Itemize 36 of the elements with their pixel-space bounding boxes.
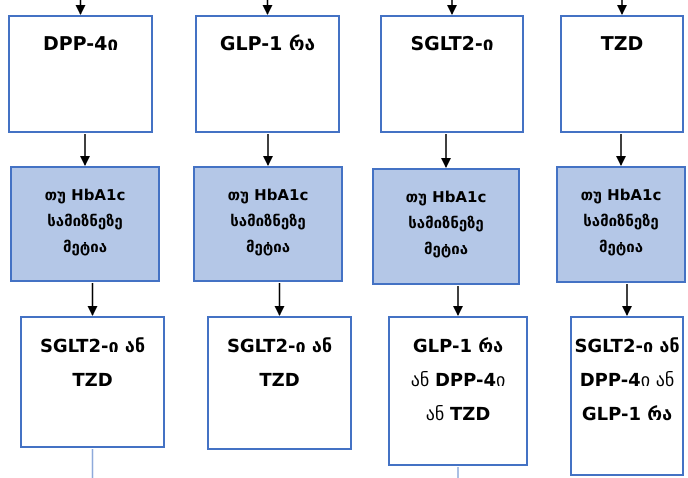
arrow <box>274 283 284 316</box>
box-text: თუ HbA1c სამიზნეზე მეტია <box>226 185 310 258</box>
box-text: SGLT2-ი ან DPP-4ი ან GLP-1 რა <box>574 335 680 427</box>
next-step-box <box>207 316 352 450</box>
condition-box <box>556 166 686 283</box>
box-text: GLP-1 რა <box>220 32 316 57</box>
condition-box <box>10 166 160 282</box>
arrow <box>616 134 626 166</box>
drug-box <box>380 15 524 133</box>
box-text: TZD <box>600 32 644 57</box>
condition-box <box>372 168 520 285</box>
drug-box <box>8 15 153 133</box>
arrow <box>76 0 86 15</box>
arrow <box>441 134 451 168</box>
box-text: GLP-1 რა ან DPP-4ი ან TZD <box>410 335 506 427</box>
arrow <box>88 283 98 316</box>
box-text: თუ HbA1c სამიზნეზე მეტია <box>580 185 662 258</box>
drug-box <box>195 15 340 133</box>
arrow <box>453 286 463 316</box>
box-text: SGLT2-ი <box>410 32 494 57</box>
arrow <box>80 134 90 166</box>
box-text: თუ HbA1c სამიზნეზე მეტია <box>44 185 126 258</box>
box-text: SGLT2-ი ან TZD <box>226 335 332 393</box>
arrow <box>263 134 273 166</box>
arrow <box>622 284 632 316</box>
arrow <box>617 0 627 15</box>
box-text: თუ HbA1c სამიზნეზე მეტია <box>404 187 488 260</box>
next-step-box <box>20 316 165 448</box>
box-text: DPP-4ი <box>42 32 118 57</box>
condition-box <box>193 166 343 282</box>
next-step-box <box>570 316 684 476</box>
arrow <box>447 0 457 15</box>
drug-box <box>560 15 684 133</box>
box-text: SGLT2-ი ან TZD <box>40 335 146 393</box>
next-step-box <box>388 316 528 466</box>
arrow <box>262 0 272 15</box>
